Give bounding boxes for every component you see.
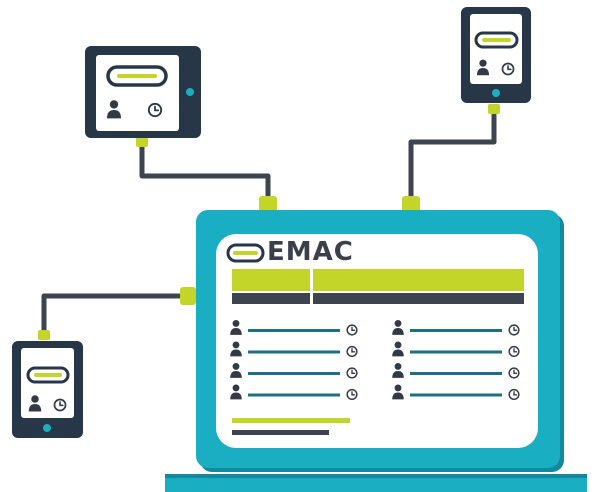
user-icon [392, 384, 404, 400]
row-line [248, 329, 340, 332]
user-icon [392, 319, 404, 335]
cable-top-left-tablet [139, 140, 271, 200]
user-icon [230, 319, 242, 335]
row-line [410, 372, 502, 375]
cable-left-tablet [41, 293, 185, 336]
monitor [165, 210, 587, 492]
connector-monitor-top-left [259, 196, 277, 212]
monitor-stand [165, 474, 587, 492]
connector-top-left-tablet [136, 137, 148, 147]
dashboard-row [230, 341, 358, 358]
dashboard-rows [230, 319, 520, 401]
home-button [492, 89, 500, 97]
home-button [186, 88, 194, 96]
cable-top-right-tablet [408, 108, 497, 200]
row-line [248, 372, 340, 375]
user-icon [477, 59, 489, 76]
emac-link-logo-icon [226, 243, 265, 263]
user-icon [230, 362, 242, 378]
user-icon [230, 341, 242, 357]
brand-name: EMAC [267, 237, 354, 267]
clock-icon [508, 345, 520, 358]
dashboard-row [392, 384, 520, 401]
clock-icon [508, 367, 520, 379]
user-icon [392, 341, 404, 357]
clock-icon [346, 367, 358, 379]
dashboard-row [392, 341, 520, 358]
clock-icon [508, 388, 520, 401]
connector-top-right-tablet [488, 104, 500, 114]
dashboard-row [230, 362, 358, 379]
row-line [410, 329, 502, 332]
user-icon [28, 395, 42, 412]
dashboard-row [392, 319, 520, 336]
row-line [410, 393, 502, 397]
dashboard-header-bars [232, 269, 524, 304]
clock-icon [346, 345, 358, 358]
footer-bar-lime [232, 418, 350, 423]
home-button [43, 424, 51, 432]
dashboard-row [230, 319, 358, 336]
emac-link-logo-icon [26, 366, 70, 384]
clock-icon [346, 324, 358, 336]
tablet-top-right [461, 7, 531, 103]
footer-bar-dark [232, 430, 329, 435]
row-line [410, 350, 502, 354]
clock-icon [53, 398, 67, 412]
emac-link-logo-icon [474, 31, 519, 49]
dashboard-row [392, 362, 520, 379]
clock-icon [501, 62, 515, 76]
monitor-screen [216, 234, 538, 448]
connectors [38, 104, 500, 340]
row-line [248, 393, 340, 397]
clock-icon [346, 388, 358, 401]
connector-left-tablet [38, 330, 50, 340]
dashboard-row [230, 384, 358, 401]
clock-icon [508, 324, 520, 336]
tablet-top-left [85, 46, 201, 138]
cables [41, 108, 497, 336]
user-icon [230, 384, 242, 400]
connector-monitor-left [180, 287, 196, 305]
connector-monitor-top-right [402, 196, 420, 212]
row-line [248, 350, 340, 354]
user-icon [392, 362, 404, 378]
clock-icon [147, 102, 163, 118]
user-icon [107, 100, 121, 119]
emac-link-logo-icon [106, 65, 168, 87]
tablet-left [12, 341, 83, 438]
